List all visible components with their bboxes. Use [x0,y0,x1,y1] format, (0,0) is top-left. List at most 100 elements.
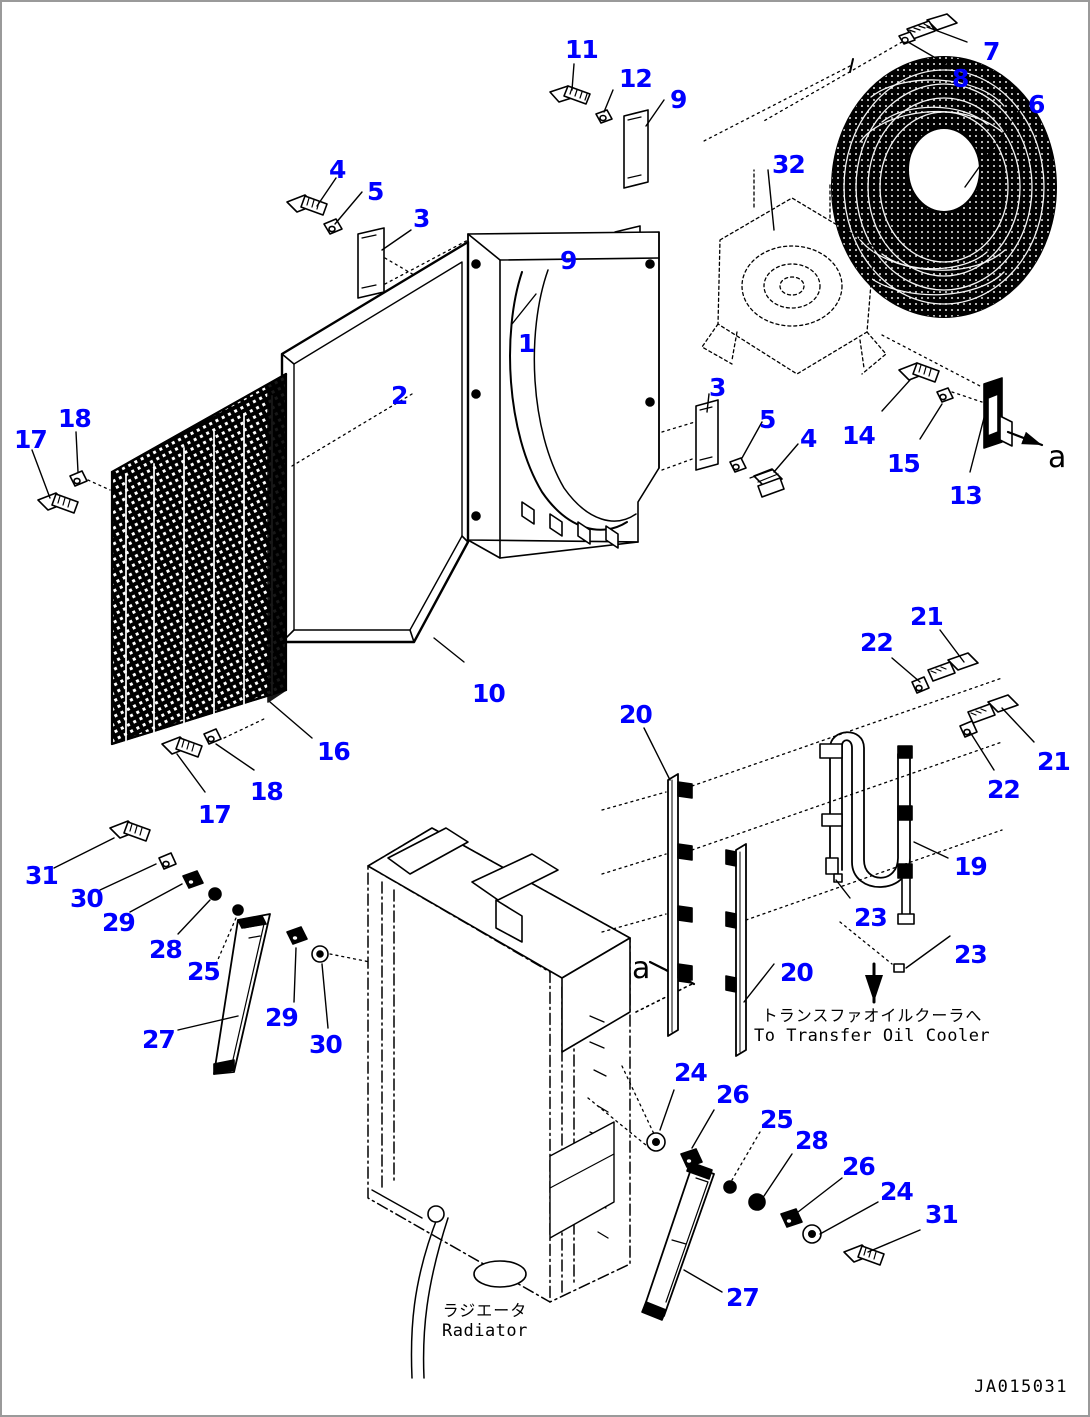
nut-26-left [680,1148,703,1168]
bolt-31-right [843,1244,885,1266]
callout-25: 25 [187,957,221,986]
callout-11: 11 [565,35,599,64]
section-marker-a-right: a [1048,440,1067,475]
callout-25: 25 [760,1105,794,1134]
radiator-core-16 [110,372,288,746]
washer-30-right [311,945,329,963]
transfer-oil-cooler-caption-en: To Transfer Oil Cooler [754,1026,991,1046]
callout-7: 7 [983,37,1000,66]
callout-26: 26 [716,1080,750,1109]
washer-12 [595,109,613,124]
callout-3: 3 [709,373,726,402]
callout-15: 15 [887,449,921,478]
bolt-11 [549,85,591,105]
callout-4: 4 [329,155,346,184]
callout-29: 29 [265,1003,299,1032]
pad-3-right [695,399,719,471]
bolt-14 [898,362,940,383]
section-marker-a-center: a [632,951,651,986]
bolt-17-upper [37,492,79,514]
callout-12: 12 [619,64,653,93]
pad-3-left [357,227,385,299]
fan-shroud-1 [467,231,660,559]
fan-assembly [831,56,1057,318]
washer-22-lower [959,720,978,738]
washer-5-right [729,457,747,473]
callout-30: 30 [309,1030,343,1059]
washer-22-upper [911,676,930,694]
callout-8: 8 [952,64,969,93]
callout-29: 29 [102,908,136,937]
bolt-31-left [109,820,151,842]
callout-32: 32 [772,150,806,179]
callout-18: 18 [250,777,284,806]
callout-20: 20 [619,700,653,729]
washer-24-right [802,1224,822,1244]
callout-30: 30 [70,884,104,913]
callout-23: 23 [954,940,988,969]
fan-drive-bracket-32 [701,169,887,375]
washer-24-left [646,1132,666,1152]
bracket-20-left [667,773,693,1037]
callout-22: 22 [860,628,894,657]
callout-6: 6 [1028,90,1045,119]
bolt-7 [906,13,958,40]
bolt-4-right [749,468,785,498]
callout-18: 18 [58,404,92,433]
rod-27-right [641,1161,715,1321]
callout-9: 9 [560,246,577,275]
callout-5: 5 [367,177,384,206]
pin-25-right [723,1180,737,1194]
callout-13: 13 [949,481,983,510]
callout-28: 28 [795,1126,829,1155]
radiator-caption-jp: ラジエータ [442,1301,528,1320]
nut-29-left [182,870,204,889]
callout-2: 2 [391,381,408,410]
rod-27-left [213,913,271,1075]
callout-9: 9 [670,85,687,114]
callout-24: 24 [880,1177,914,1206]
callout-31: 31 [25,861,59,890]
ball-28-right [748,1193,766,1211]
shroud-seal-10 [280,240,470,644]
bolt-21-upper [927,652,979,682]
callout-21: 21 [1037,747,1071,776]
hose-19 [819,731,915,925]
callout-20: 20 [780,958,814,987]
drawing-number: JA015031 [974,1377,1068,1397]
callout-19: 19 [954,852,988,881]
radiator-top-tank [367,827,631,1379]
nut-26-right [780,1208,803,1228]
bolt-21-lower [967,694,1019,724]
callout-16: 16 [317,737,351,766]
bracket-9-upper [623,109,649,189]
callout-27: 27 [726,1283,760,1312]
callout-14: 14 [842,421,876,450]
ball-28-left [208,887,222,901]
washer-15 [936,387,954,403]
transfer-oil-cooler-caption-jp: トランスファオイルクーラへ [761,1006,983,1025]
callout-17: 17 [198,800,232,829]
callout-26: 26 [842,1152,876,1181]
callout-1: 1 [518,329,535,358]
callout-28: 28 [149,935,183,964]
washer-8 [898,31,916,45]
callout-3: 3 [413,204,430,233]
bolt-17-lower [161,736,203,758]
washer-18-lower [203,728,222,745]
callout-17: 17 [14,425,48,454]
pin-25-left [232,904,244,916]
callout-31: 31 [925,1200,959,1229]
callout-10: 10 [472,679,506,708]
washer-30-left [158,852,177,870]
callout-5: 5 [759,405,776,434]
callout-4: 4 [800,424,817,453]
radiator-caption-en: Radiator [442,1321,528,1341]
callout-27: 27 [142,1025,176,1054]
callout-21: 21 [910,602,944,631]
washer-5-left [323,218,343,235]
